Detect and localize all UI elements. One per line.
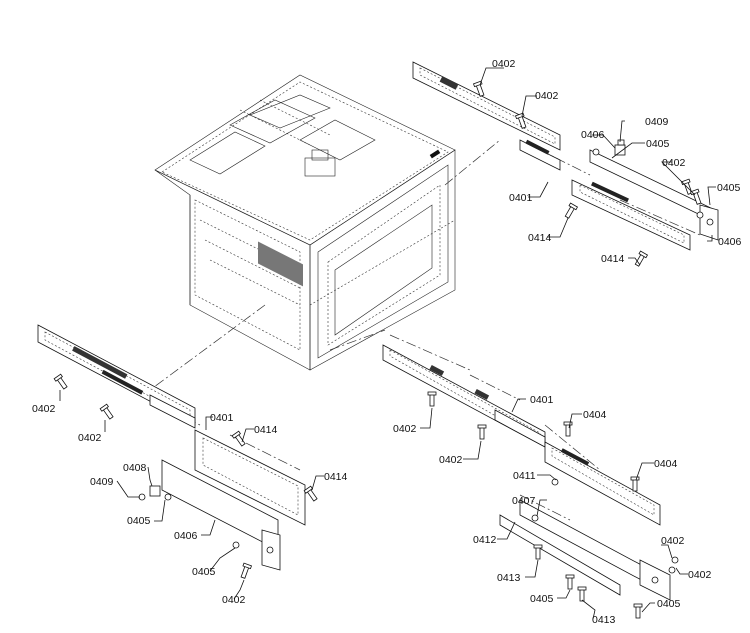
callout-0402: 0402	[662, 157, 686, 169]
bottom-right-rail	[382, 344, 679, 601]
callout-0402: 0402	[439, 454, 463, 466]
callout-0414: 0414	[528, 232, 552, 244]
callout-0404: 0404	[654, 458, 678, 470]
callout-0401: 0401	[509, 192, 533, 204]
top-right-rail	[412, 61, 719, 251]
callout-0404: 0404	[583, 409, 607, 421]
callout-0406: 0406	[581, 129, 605, 141]
callout-0407: 0407	[512, 495, 536, 507]
callout-0411: 0411	[513, 470, 536, 482]
screws-bottom-right	[427, 391, 643, 619]
callout-0409: 0409	[90, 476, 114, 488]
callout-0402: 0402	[492, 58, 516, 70]
callout-0413: 0413	[497, 572, 521, 584]
callout-0402: 0402	[661, 535, 685, 547]
callout-labels: 0402 0402 0406 0409 0405 0402 0405 0401 …	[32, 58, 742, 626]
callout-0401: 0401	[530, 394, 554, 406]
leader-lines	[59, 67, 716, 620]
callout-0401: 0401	[210, 412, 234, 424]
callout-0414: 0414	[324, 471, 348, 483]
callout-0405: 0405	[646, 138, 670, 150]
callout-0402: 0402	[222, 594, 246, 606]
callout-0413: 0413	[592, 614, 616, 626]
callout-0402: 0402	[535, 90, 559, 102]
callout-0405: 0405	[127, 515, 151, 527]
callout-0405: 0405	[530, 593, 554, 605]
callout-0406: 0406	[718, 236, 742, 248]
callout-0402: 0402	[393, 423, 417, 435]
callout-0405: 0405	[717, 182, 741, 194]
callout-0412: 0412	[473, 534, 497, 546]
callout-0402: 0402	[688, 569, 712, 581]
callout-0409: 0409	[645, 116, 669, 128]
callout-0405: 0405	[657, 598, 681, 610]
oven-cabinet	[154, 74, 456, 371]
callout-0408: 0408	[123, 462, 147, 474]
callout-0414: 0414	[601, 253, 625, 265]
callout-0414: 0414	[254, 424, 278, 436]
screws-left	[53, 373, 318, 579]
callout-0405: 0405	[192, 566, 216, 578]
callout-0402: 0402	[32, 403, 56, 415]
callout-0406: 0406	[174, 530, 198, 542]
callout-0402: 0402	[78, 432, 102, 444]
left-rail	[37, 324, 306, 571]
